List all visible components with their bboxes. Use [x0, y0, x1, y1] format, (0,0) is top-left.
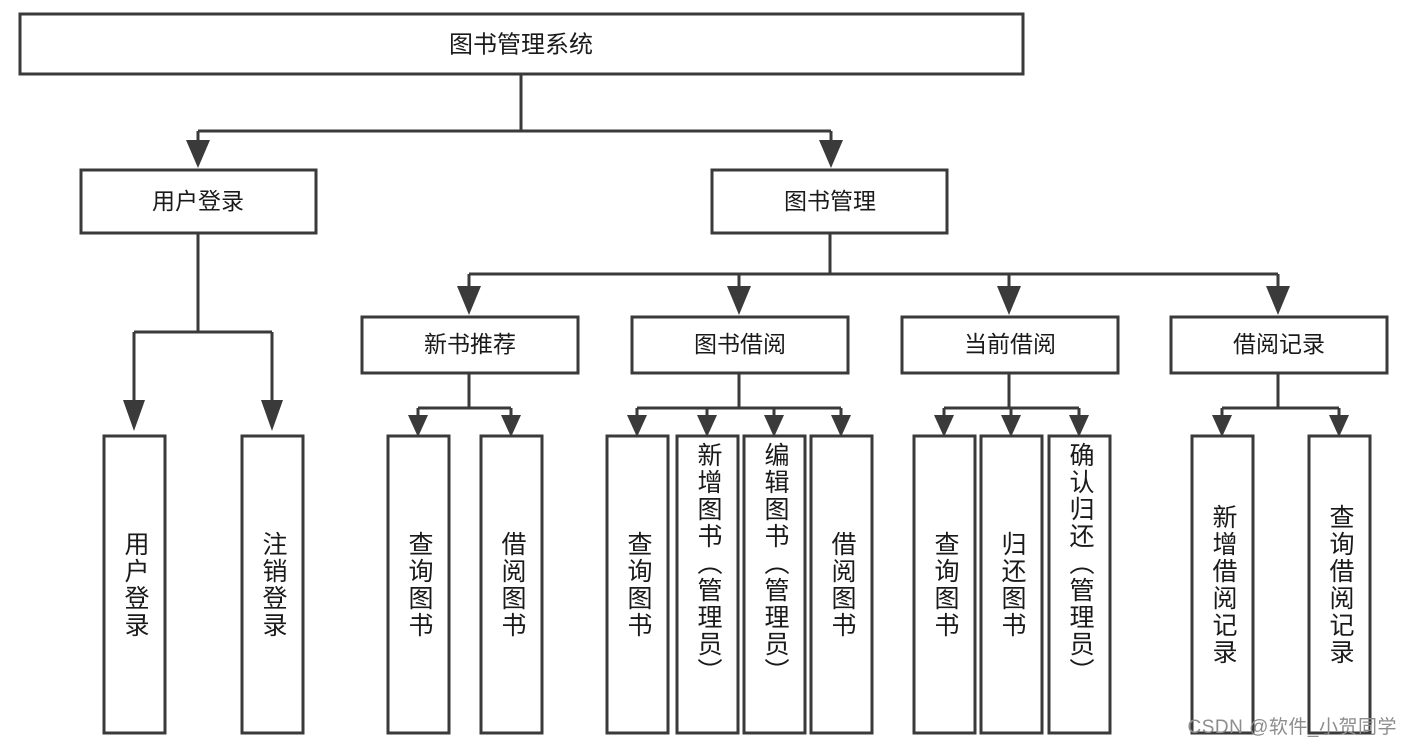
node-leaf-query-book-1-box[interactable]: [386, 434, 451, 735]
arrow-head-icon: [997, 286, 1021, 315]
arrow-head-icon: [261, 400, 283, 431]
arrow-head-icon: [819, 140, 843, 168]
node-leaf-query-book-2-box[interactable]: [605, 434, 670, 735]
arrow-head-icon: [408, 415, 428, 437]
arrow-head-icon: [1212, 415, 1232, 437]
node-leaf-borrow-book-2-box[interactable]: [809, 434, 874, 735]
node-current-borrow-box[interactable]: [900, 315, 1120, 375]
node-book-borrow[interactable]: 图书借阅: [630, 315, 850, 375]
node-leaf-return-book-box[interactable]: [979, 434, 1044, 735]
node-new-book-rec[interactable]: 新书推荐: [360, 315, 580, 375]
watermark-text: CSDN @软件_小贺同学: [1187, 717, 1397, 738]
node-current-borrow[interactable]: 当前借阅: [900, 315, 1120, 375]
node-leaf-confirm-return-box[interactable]: [1047, 434, 1112, 735]
connector-currentborrow-to-leaves: [934, 372, 1089, 437]
node-leaf-add-book-box[interactable]: [675, 434, 740, 735]
arrow-head-icon: [627, 415, 647, 437]
arrow-head-icon: [1329, 415, 1349, 437]
node-leaf-user-login-box[interactable]: [102, 434, 167, 735]
node-current-borrow-label: 当前借阅: [964, 331, 1056, 357]
node-leaf-user-logout-box[interactable]: [240, 434, 305, 735]
arrow-head-icon: [697, 415, 717, 437]
node-borrow-record-box[interactable]: [1169, 315, 1389, 375]
node-book-manage[interactable]: 图书管理: [710, 168, 949, 235]
node-leaf-borrow-book-1-box[interactable]: [479, 434, 544, 735]
arrow-head-icon: [764, 415, 784, 437]
arrow-head-icon: [831, 415, 851, 437]
arrow-head-icon: [186, 140, 210, 168]
node-leaf-add-record-box[interactable]: [1190, 434, 1255, 735]
connector-bookborrow-to-leaves: [627, 372, 851, 437]
connector-root-to-level1: [186, 74, 843, 168]
node-borrow-record[interactable]: 借阅记录: [1169, 315, 1389, 375]
arrow-head-icon: [1069, 415, 1089, 437]
connector-bookmanage-to-level2: [457, 233, 1290, 315]
node-user-login[interactable]: 用户登录: [79, 168, 318, 235]
arrow-head-icon: [727, 286, 751, 315]
node-book-borrow-box[interactable]: [630, 315, 850, 375]
node-book-manage-label: 图书管理: [784, 188, 876, 214]
node-new-book-rec-box[interactable]: [360, 315, 580, 375]
connector-userlogin-to-leaves: [123, 233, 283, 431]
connector-newbookrec-to-leaves: [408, 372, 521, 437]
node-borrow-record-label: 借阅记录: [1233, 331, 1325, 357]
connector-borrowrecord-to-leaves: [1212, 372, 1349, 437]
node-book-manage-box[interactable]: [710, 168, 949, 235]
node-leaf-edit-book-box[interactable]: [742, 434, 807, 735]
node-user-login-label: 用户登录: [152, 188, 244, 214]
node-leaf-query-book-3-box[interactable]: [912, 434, 977, 735]
node-user-login-box[interactable]: [79, 168, 318, 235]
node-new-book-rec-label: 新书推荐: [424, 331, 516, 357]
node-root-box[interactable]: [18, 12, 1025, 76]
leaf-boxes: [102, 434, 1372, 735]
node-leaf-query-record-box[interactable]: [1307, 434, 1372, 735]
node-book-borrow-label: 图书借阅: [694, 331, 786, 357]
node-root[interactable]: 图书管理系统: [18, 12, 1025, 76]
arrow-head-icon: [1001, 415, 1021, 437]
arrow-head-icon: [123, 400, 145, 431]
node-root-label: 图书管理系统: [449, 31, 593, 58]
arrow-head-icon: [501, 415, 521, 437]
arrow-head-icon: [1266, 286, 1290, 315]
arrow-head-icon: [934, 415, 954, 437]
arrow-head-icon: [457, 286, 481, 315]
